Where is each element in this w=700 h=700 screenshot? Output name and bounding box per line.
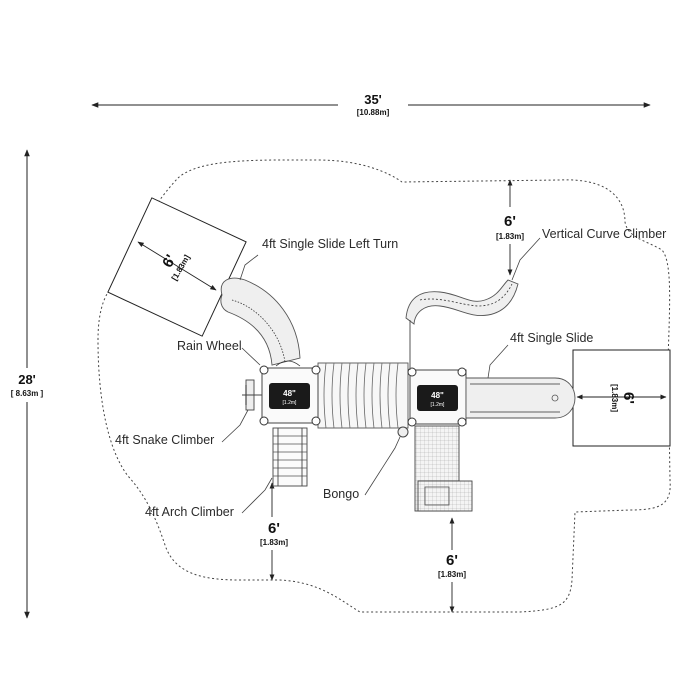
- label-bongo: Bongo: [323, 487, 359, 501]
- bottom-center-ft: 6': [446, 552, 458, 569]
- slide-left-turn-exit-zone: 6' [1.83m]: [107, 197, 247, 337]
- rain-wheel: [242, 379, 262, 411]
- climber-top-m: [1.83m]: [496, 232, 524, 241]
- single-slide: [465, 377, 576, 419]
- slide-left-turn: [220, 277, 301, 366]
- overall-height-metric: [ 8.63m ]: [11, 389, 44, 398]
- deck-left-metric: [1.2m]: [283, 400, 298, 406]
- zone-right-m: [1.83m]: [610, 384, 619, 412]
- leader-lines: [221, 237, 541, 514]
- bottom-center-dimension: 6' [1.83m]: [438, 517, 466, 613]
- label-single-slide: 4ft Single Slide: [510, 331, 593, 345]
- vertical-curve-climber: [405, 279, 519, 325]
- safety-zone-outline: [97, 159, 671, 613]
- bridge: [317, 362, 409, 429]
- climber-top-ft: 6': [504, 213, 516, 230]
- single-slide-exit-zone: 6' [1.83m]: [572, 349, 671, 447]
- label-rain-wheel: Rain Wheel: [177, 339, 242, 353]
- label-arch-climber: 4ft Arch Climber: [145, 505, 234, 519]
- arch-bottom-ft: 6': [268, 520, 280, 537]
- deck-left: 48" [1.2m]: [259, 360, 321, 426]
- overall-width-label: 35': [364, 92, 382, 107]
- zone-right-ft: 6': [620, 392, 637, 404]
- climber-top-dimension: 6' [1.83m]: [496, 179, 524, 276]
- arch-bottom-m: [1.83m]: [260, 538, 288, 547]
- overall-height-dimension: 28' [ 8.63m ]: [11, 149, 44, 619]
- arch-climber: [272, 427, 308, 487]
- mesh-climber: [414, 425, 473, 512]
- bottom-center-m: [1.83m]: [438, 570, 466, 579]
- overall-width-metric: [10.88m]: [357, 108, 390, 117]
- label-slide-left-turn: 4ft Single Slide Left Turn: [262, 237, 398, 251]
- bongo: [397, 426, 409, 438]
- label-vertical-curve-climber: Vertical Curve Climber: [542, 227, 666, 241]
- deck-right-metric: [1.2m]: [431, 402, 446, 408]
- overall-width-dimension: 35' [10.88m]: [91, 92, 651, 117]
- overall-height-label: 28': [18, 372, 36, 387]
- arch-bottom-dimension: 6' [1.83m]: [260, 482, 288, 581]
- deck-left-height: 48": [283, 389, 296, 398]
- deck-right: 48" [1.2m]: [407, 367, 467, 427]
- label-snake-climber: 4ft Snake Climber: [115, 433, 214, 447]
- deck-right-height: 48": [431, 391, 444, 400]
